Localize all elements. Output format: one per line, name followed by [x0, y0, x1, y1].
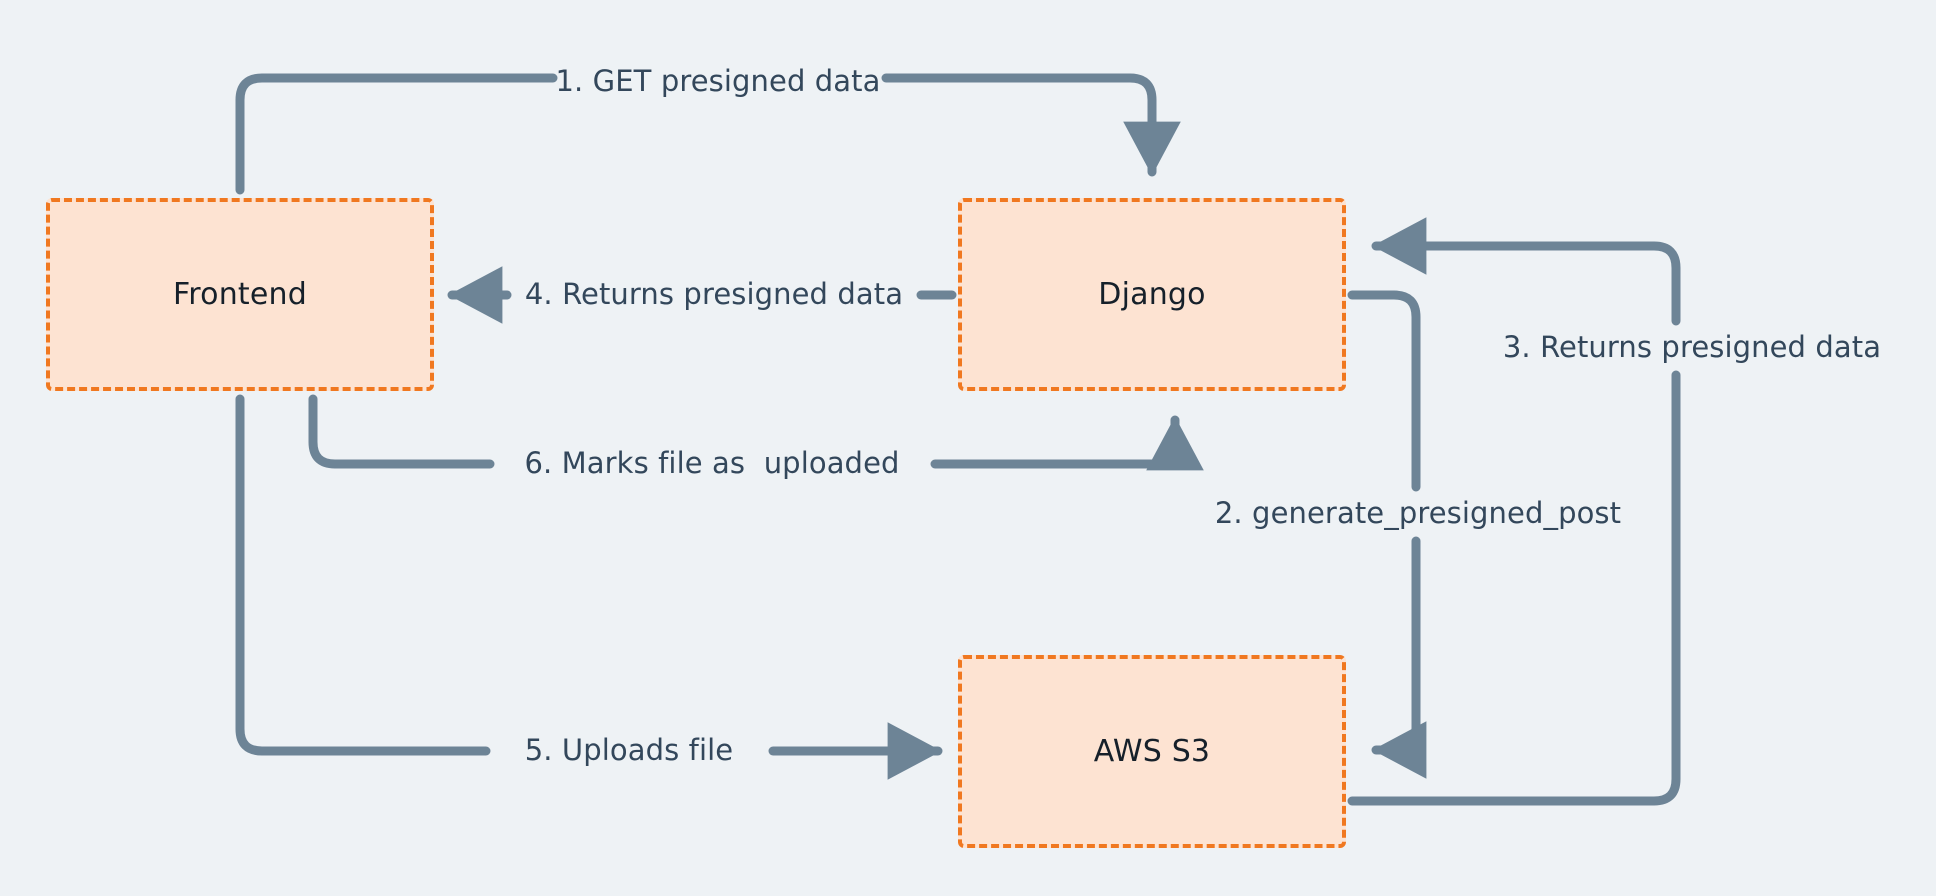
edge-path-6b [930, 415, 1204, 471]
edge-label-3: 3. Returns presigned data [1502, 330, 1882, 365]
edge-path-2b [1371, 536, 1427, 779]
edge-label-5: 5. Uploads file [524, 733, 734, 768]
node-frontend-label: Frontend [173, 277, 307, 312]
edge-path-2 [1347, 290, 1421, 492]
edge-path-3 [1347, 370, 1681, 806]
edge-path-1 [235, 73, 558, 195]
edge-label-4: 4. Returns presigned data [524, 277, 904, 312]
edge-path-3b [1371, 217, 1681, 326]
node-frontend[interactable]: Frontend [46, 198, 434, 391]
edge-path-6 [308, 394, 495, 469]
node-aws-s3-label: AWS S3 [1093, 734, 1211, 769]
node-django[interactable]: Django [958, 198, 1346, 391]
edge-path-5 [235, 394, 491, 756]
edge-path-1b [881, 73, 1181, 177]
node-aws-s3[interactable]: AWS S3 [958, 655, 1346, 848]
edge-label-1: 1. GET presigned data [555, 64, 881, 99]
edge-label-2: 2. generate_presigned_post [1214, 496, 1622, 531]
edge-label-6: 6. Marks file as uploaded [524, 446, 900, 481]
node-django-label: Django [1098, 277, 1206, 312]
